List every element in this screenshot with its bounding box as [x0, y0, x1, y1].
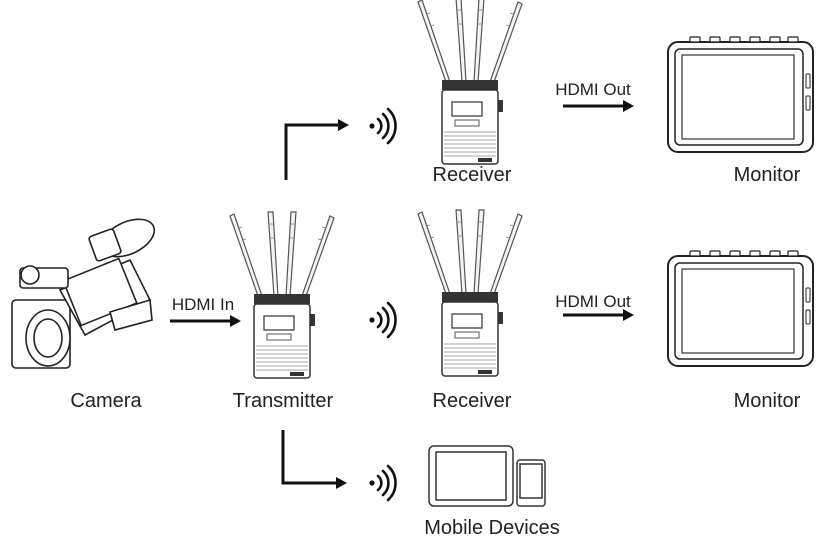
wireless-signal-icon — [368, 107, 397, 145]
mobile-devices-label: Mobile Devices — [424, 517, 560, 539]
camera-label: Camera — [70, 390, 142, 412]
hdmi-out-label-top: HDMI Out — [555, 80, 631, 99]
monitor-label-top: Monitor — [733, 164, 801, 186]
receiver-label-top: Receiver — [432, 164, 512, 186]
arrow-icon — [170, 104, 625, 485]
receiver-icon — [417, 0, 523, 165]
phone-icon — [516, 459, 546, 507]
monitor-icon — [667, 250, 814, 367]
transmitter-icon — [229, 211, 335, 379]
hdmi-out-label-mid: HDMI Out — [555, 292, 631, 311]
tablet-icon — [428, 445, 514, 507]
wireless-signal-icon — [368, 464, 397, 502]
hdmi-in-label: HDMI In — [171, 295, 235, 314]
receiver-icon — [417, 209, 523, 377]
wireless-signal-icon — [368, 301, 397, 339]
transmitter-label: Transmitter — [232, 390, 334, 412]
monitor-label-mid: Monitor — [733, 390, 801, 412]
monitor-icon — [667, 36, 814, 153]
camera-icon — [11, 218, 156, 369]
receiver-label-mid: Receiver — [432, 390, 512, 412]
